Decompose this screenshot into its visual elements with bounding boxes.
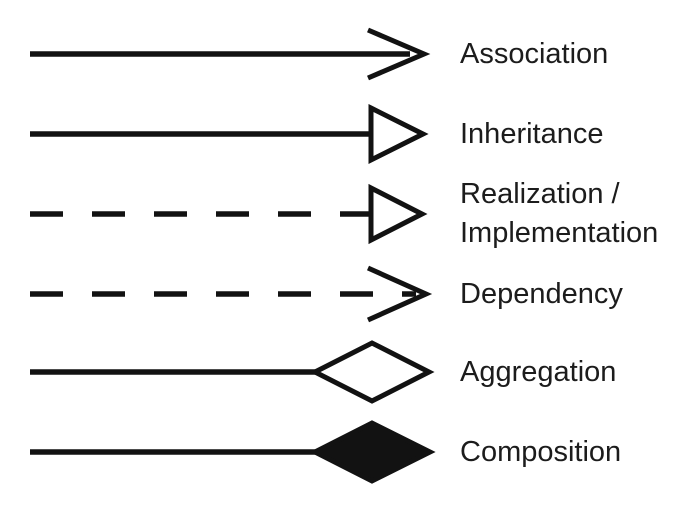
- legend-label-composition: Composition: [460, 435, 622, 468]
- legend-label-realization-line1: Realization /: [460, 178, 620, 211]
- legend-row-association: Association: [0, 20, 693, 88]
- association-arrow-icon: [30, 27, 431, 81]
- legend-label-dependency: Dependency: [460, 277, 623, 310]
- aggregation-arrow-icon: [30, 340, 435, 404]
- realization-arrow-icon: [30, 183, 428, 245]
- legend-row-composition: Composition: [0, 418, 693, 486]
- legend-label-realization: Realization / Implementation: [460, 178, 658, 249]
- dependency-arrow-icon: [30, 265, 433, 323]
- legend-label-inheritance: Inheritance: [460, 117, 604, 150]
- legend-row-aggregation: Aggregation: [0, 338, 693, 406]
- legend-label-realization-line2: Implementation: [460, 217, 659, 249]
- legend-row-realization: Realization / Implementation: [0, 178, 693, 249]
- legend-row-dependency: Dependency: [0, 260, 693, 328]
- legend-label-aggregation: Aggregation: [460, 355, 617, 388]
- legend-row-inheritance: Inheritance: [0, 100, 693, 168]
- inheritance-arrow-icon: [30, 103, 429, 165]
- legend-label-association: Association: [460, 37, 609, 70]
- composition-arrow-icon: [30, 420, 436, 484]
